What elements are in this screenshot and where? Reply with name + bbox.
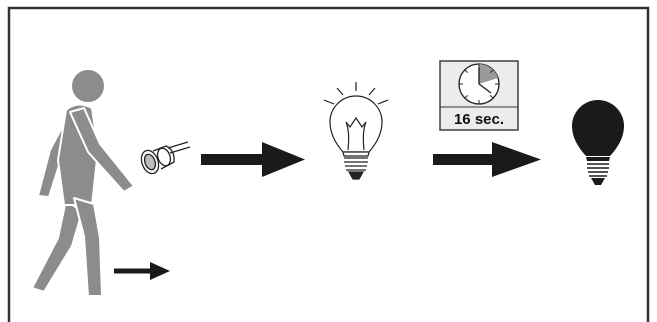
walking-person-icon xyxy=(32,69,134,296)
light-bulb-off-icon xyxy=(572,100,624,185)
motion-sensor-icon xyxy=(138,142,190,176)
flow-arrow-1 xyxy=(201,142,305,177)
flow-arrow-2 xyxy=(433,142,541,177)
light-bulb-on-icon xyxy=(324,82,388,179)
timer-clock-icon: 16 sec. xyxy=(440,61,518,130)
walking-direction-arrow xyxy=(114,262,170,280)
timer-label: 16 sec. xyxy=(454,111,504,128)
